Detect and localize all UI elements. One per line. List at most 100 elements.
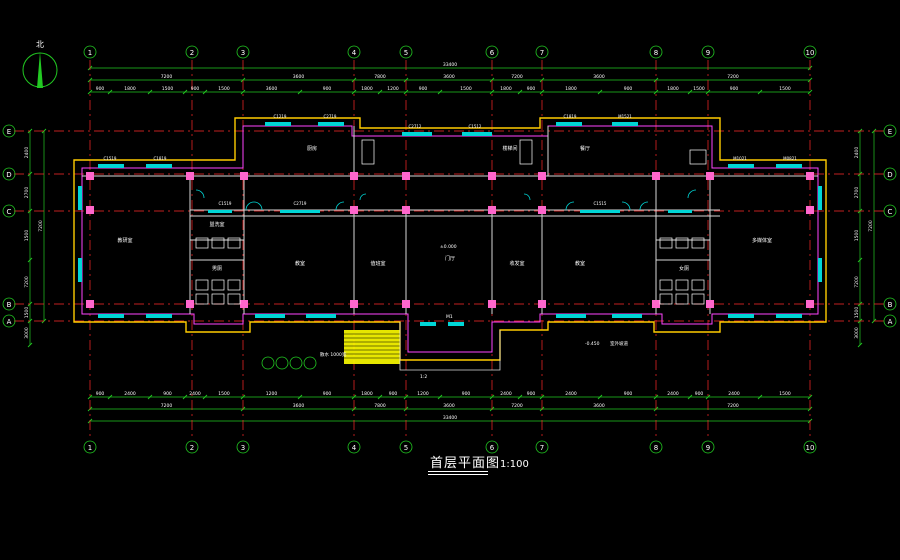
room-label: 收发室 xyxy=(509,260,524,267)
dim-top-row3-text: 1800 xyxy=(500,86,512,92)
axis-label-top: 3 xyxy=(241,49,245,57)
dim-bottom-row2-text: 7200 xyxy=(727,403,739,409)
axis-label-bottom: 9 xyxy=(706,444,710,452)
dim-top-row3-tick xyxy=(653,89,659,95)
dim-bottom-row3-tick xyxy=(87,394,93,400)
dim-top-row3-text: 900 xyxy=(323,86,332,92)
drawing-title: 首层平面图1:100 xyxy=(430,452,529,471)
stair-note: 散水 1000宽 xyxy=(320,351,347,358)
dim-bottom-row3-text: 2400 xyxy=(565,391,577,397)
axis-label-bottom: 10 xyxy=(806,444,815,452)
window-tag: C1519 xyxy=(104,156,117,161)
axis-label-bottom: 8 xyxy=(654,444,658,452)
window-tag: C1819 xyxy=(564,114,577,119)
title-underline xyxy=(428,471,488,472)
dim-bottom-row2-text: 3600 xyxy=(443,403,455,409)
dim-left-tick xyxy=(27,342,33,348)
dim-bottom-row3-text: 1200 xyxy=(417,391,429,397)
axis-bubble-bottom xyxy=(535,440,549,454)
axis-bubble-top xyxy=(185,45,199,59)
dim-top-row3-tick xyxy=(182,89,188,95)
outer-wall xyxy=(73,117,827,361)
dim-top-row3-text: 1500 xyxy=(779,86,791,92)
dim-bottom-row3-text: 2400 xyxy=(124,391,136,397)
dim-top-row3-tick xyxy=(539,89,545,95)
axis-label-left: D xyxy=(6,171,11,179)
dim-top-row2-text: 7200 xyxy=(727,74,739,80)
dim-top-row3-text: 900 xyxy=(527,86,536,92)
axis-label-right: C xyxy=(888,208,893,216)
axis-label-bottom: 4 xyxy=(352,444,357,452)
dim-top-row3-tick xyxy=(240,89,246,95)
dim-top-row3-tick xyxy=(597,89,603,95)
dim-bottom-row3-text: 900 xyxy=(323,391,332,397)
dim-top-row3-tick xyxy=(147,89,153,95)
axis-bubble-left xyxy=(2,297,16,311)
dim-bottom-row3-text: 900 xyxy=(96,391,105,397)
dim-bottom-row3-text: 900 xyxy=(624,391,633,397)
room-label: 多媒体室 xyxy=(752,237,772,244)
axis-bubble-top xyxy=(83,45,97,59)
window-tag: M1021 xyxy=(733,156,747,161)
dim-bottom-row3-tick xyxy=(403,394,409,400)
axis-bubble-bottom xyxy=(485,440,499,454)
room-label: 教室 xyxy=(575,260,585,267)
dim-right-text: 1500 xyxy=(854,307,860,319)
dim-top-row3-tick xyxy=(377,89,383,95)
dim-right-text: 1500 xyxy=(854,230,860,242)
dim-top-overall-text: 33400 xyxy=(443,62,457,68)
axis-label-right: B xyxy=(888,301,893,309)
axis-label-top: 5 xyxy=(404,49,408,57)
axis-label-left: A xyxy=(7,318,12,326)
grid-step: 1:2 xyxy=(420,374,427,380)
dim-top-row2-text: 7200 xyxy=(511,74,523,80)
axis-bubble-left xyxy=(2,167,16,181)
window-tag: C1512 xyxy=(469,124,482,129)
window-tag: C1519 xyxy=(219,201,232,206)
dim-bottom-row3-tick xyxy=(653,394,659,400)
axis-bubble-right xyxy=(883,167,897,181)
dim-bottom-row3-tick xyxy=(182,394,188,400)
dim-left-text: 1500 xyxy=(24,230,30,242)
dim-bottom-row3-tick xyxy=(297,394,303,400)
axis-label-bottom: 1 xyxy=(88,444,92,452)
dim-top-row3-tick xyxy=(297,89,303,95)
dim-right-text: 7200 xyxy=(854,276,860,288)
dim-bottom-row3-text: 900 xyxy=(695,391,704,397)
north-arrow: 北 xyxy=(22,40,58,88)
window-tag: C1515 xyxy=(594,201,607,206)
dim-top-row3-text: 1200 xyxy=(387,86,399,92)
dim-bottom-row3-text: 900 xyxy=(163,391,172,397)
dim-top-row3-text: 1800 xyxy=(124,86,136,92)
dim-bottom-row3-tick xyxy=(807,394,813,400)
axis-label-bottom: 3 xyxy=(241,444,245,452)
dim-top-row3-text: 1500 xyxy=(460,86,472,92)
axis-label-top: 7 xyxy=(540,49,544,57)
dim-top-row3-text: 900 xyxy=(419,86,428,92)
dim-bottom-row3-text: 2400 xyxy=(667,391,679,397)
dim-bottom-row3-text: 2400 xyxy=(500,391,512,397)
entrance-stair xyxy=(344,330,400,364)
dim-bottom-row3-text: 900 xyxy=(527,391,536,397)
dim-top-row3-text: 900 xyxy=(624,86,633,92)
axis-bubble-bottom xyxy=(236,440,250,454)
dim-bottom-row3-tick xyxy=(147,394,153,400)
dim-top-row3-text: 1500 xyxy=(693,86,705,92)
room-label: 教室 xyxy=(295,260,305,267)
building-outline xyxy=(73,117,827,371)
axis-label-top: 4 xyxy=(352,49,357,57)
room-label: 楼梯间 xyxy=(502,145,517,152)
dim-right-tick xyxy=(857,257,863,263)
dim-top-row3-tick xyxy=(87,89,93,95)
room-label: 盥洗室 xyxy=(209,221,224,228)
dim-right-tick xyxy=(857,342,863,348)
axis-bubble-top xyxy=(485,45,499,59)
window-tag: C2712 xyxy=(409,124,422,129)
axis-label-top: 9 xyxy=(706,49,710,57)
dim-top-row3-tick xyxy=(687,89,693,95)
dim-top-row3-tick xyxy=(202,89,208,95)
dim-left-tick xyxy=(27,257,33,263)
dim-right-overall-text: 7200 xyxy=(868,220,874,232)
